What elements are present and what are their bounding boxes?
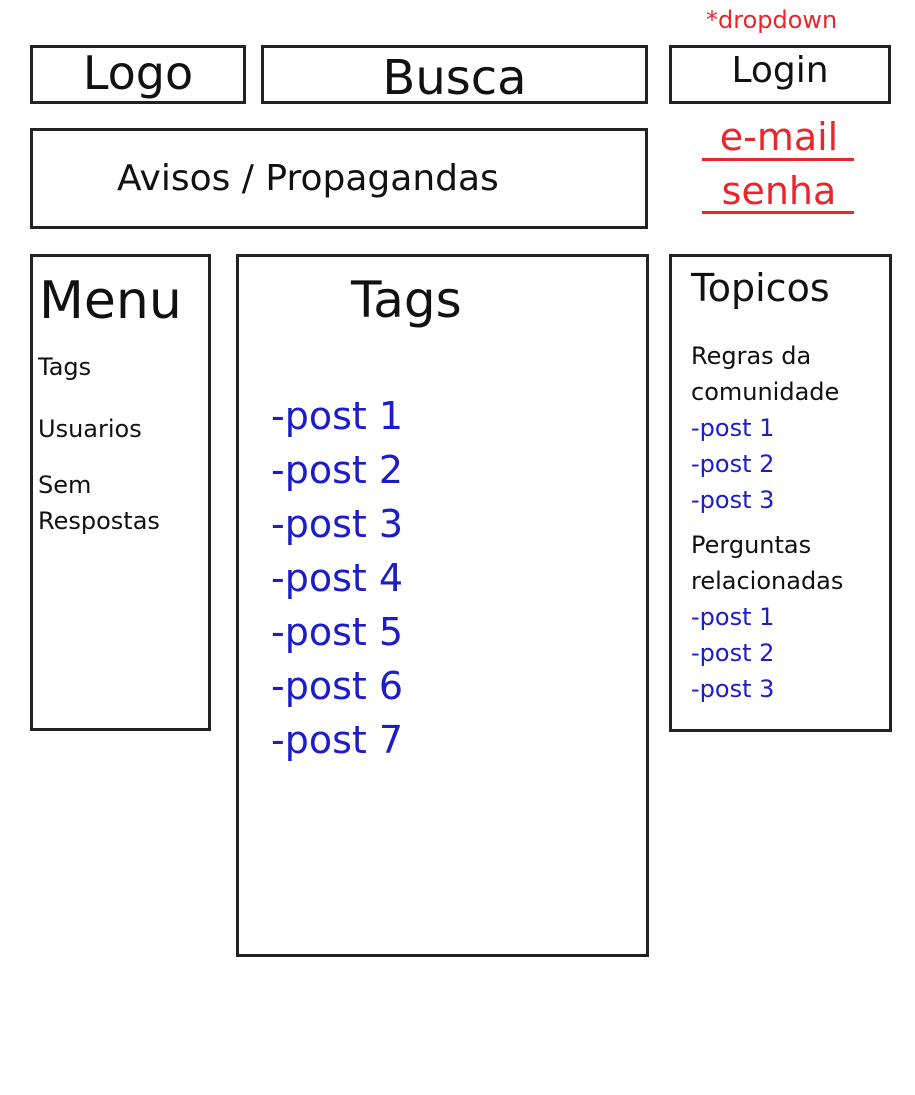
tag-post-link[interactable]: -post 7 (271, 718, 404, 762)
tag-post-link[interactable]: -post 3 (271, 502, 404, 546)
topicos-title: Topicos (691, 266, 830, 310)
tag-post-link[interactable]: -post 2 (271, 448, 404, 492)
section-heading-regras-line2: comunidade (691, 378, 840, 406)
topic-post-link[interactable]: -post 2 (691, 450, 775, 478)
topic-post-link[interactable]: -post 1 (691, 414, 775, 442)
section-heading-perguntas-line2: relacionadas (691, 567, 844, 595)
ads-label: Avisos / Propagandas (117, 158, 499, 199)
section-heading-regras: Regras da (691, 342, 812, 370)
search-box[interactable]: Busca (261, 45, 648, 104)
logo-label: Logo (82, 46, 194, 100)
tag-post-link[interactable]: -post 6 (271, 664, 404, 708)
menu-panel: Menu Tags Usuarios Sem Respostas (30, 254, 211, 731)
login-label: Login (731, 50, 829, 91)
topic-post-link[interactable]: -post 2 (691, 639, 775, 667)
menu-item-sem-respostas[interactable]: Sem Respostas (38, 471, 160, 535)
tags-panel: Tags -post 1 -post 2 -post 3 -post 4 -po… (236, 254, 649, 957)
menu-item-tags[interactable]: Tags (38, 353, 92, 381)
email-field-underline (702, 158, 854, 161)
menu-item-usuarios[interactable]: Usuarios (38, 415, 142, 443)
topic-post-link[interactable]: -post 3 (691, 675, 775, 703)
tag-post-link[interactable]: -post 4 (271, 556, 404, 600)
menu-title: Menu (39, 271, 182, 331)
search-label: Busca (382, 50, 527, 106)
password-field-underline (702, 211, 854, 214)
logo[interactable]: Logo (30, 45, 246, 104)
topic-post-link[interactable]: -post 1 (691, 603, 775, 631)
ads-banner[interactable]: Avisos / Propagandas (30, 128, 648, 229)
topicos-panel: Topicos Regras da comunidade -post 1 -po… (669, 254, 892, 732)
tags-title: Tags (351, 271, 462, 329)
dropdown-annotation: *dropdown (706, 6, 838, 34)
tag-post-link[interactable]: -post 1 (271, 394, 404, 438)
tag-post-link[interactable]: -post 5 (271, 610, 404, 654)
password-field[interactable]: senha (721, 169, 837, 213)
email-field[interactable]: e-mail (719, 115, 839, 159)
topic-post-link[interactable]: -post 3 (691, 486, 775, 514)
section-heading-perguntas: Perguntas (691, 531, 812, 559)
login-button[interactable]: Login (669, 45, 891, 104)
